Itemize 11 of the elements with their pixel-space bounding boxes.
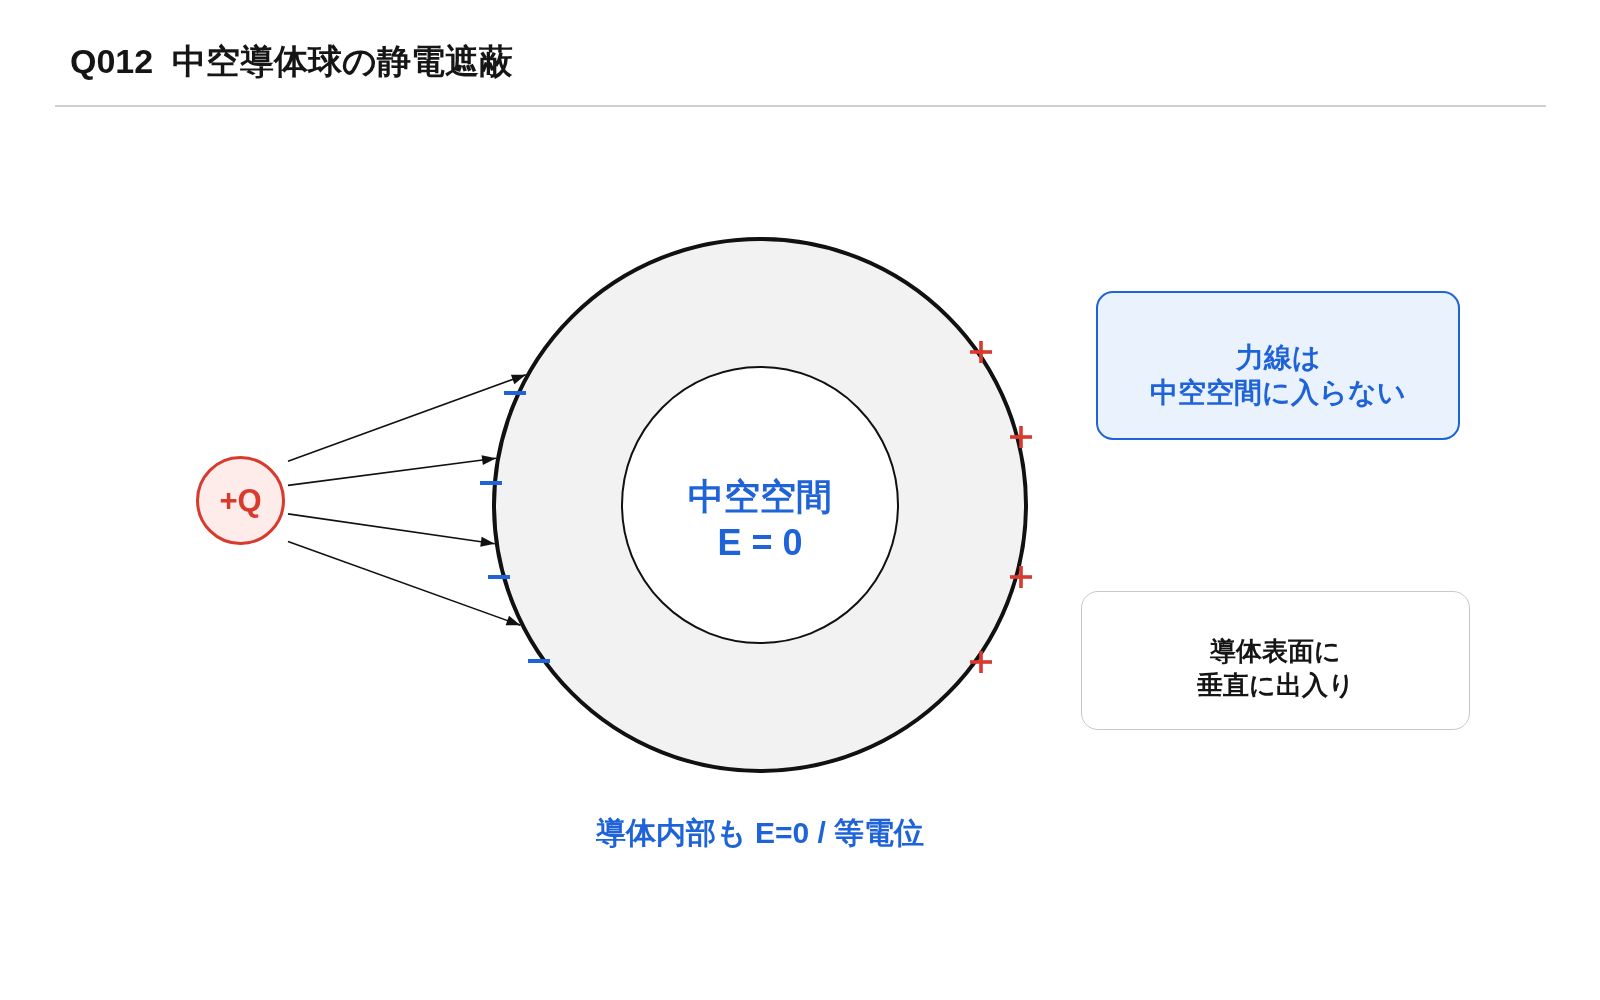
cavity-label: 中空空間 (688, 475, 832, 519)
arrow (287, 540, 522, 627)
arrow (287, 373, 527, 463)
page-title: Q012 中空導体球の静電遮蔽 (70, 41, 514, 82)
sphere-caption: 導体内部も E=0 / 等電位 (595, 816, 925, 849)
point-charge: +Q (196, 456, 285, 545)
field-value: E = 0 (717, 521, 803, 565)
note-box: 力線は中空空間に入らない (1096, 291, 1460, 440)
arrow (287, 455, 497, 487)
arrow (287, 513, 496, 547)
note-box: 導体表面に垂直に出入り (1081, 591, 1470, 730)
